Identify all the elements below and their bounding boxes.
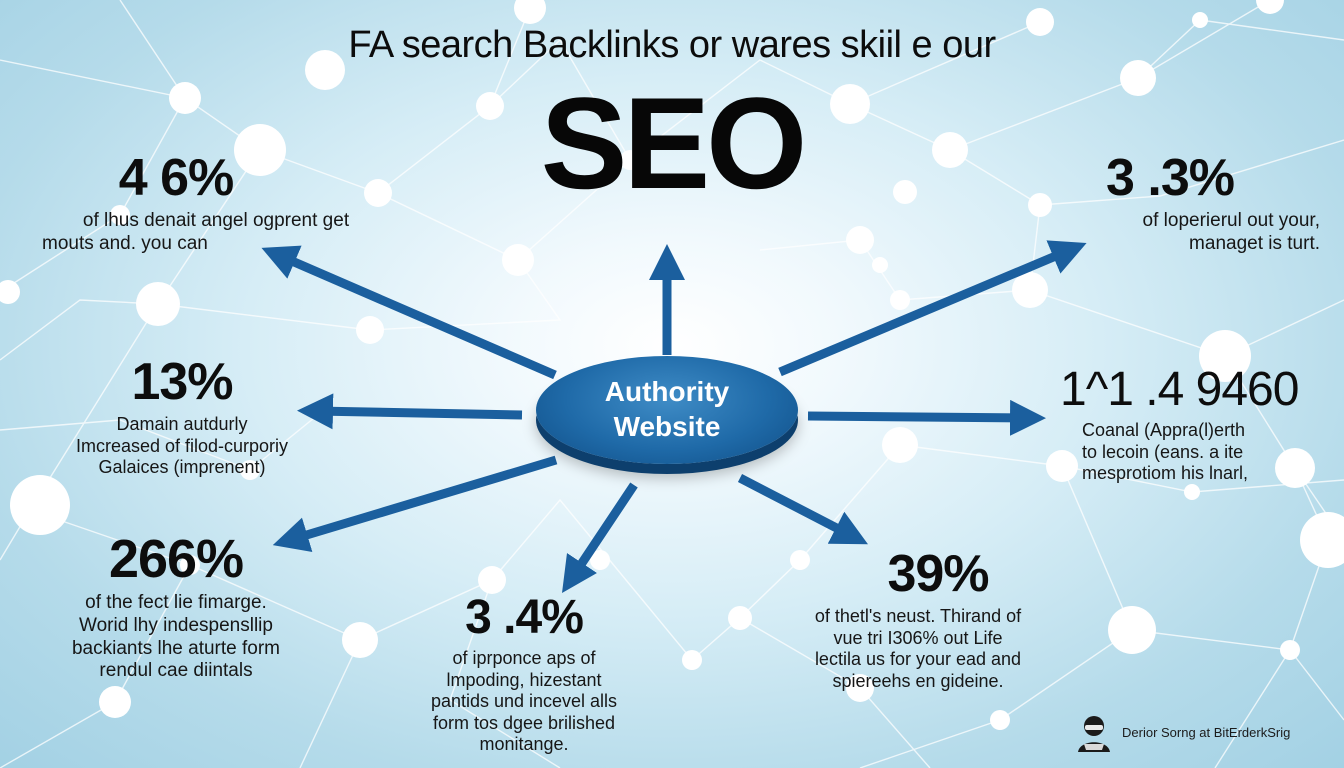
stat-bottom-center: 3 .4% of iprponce aps of lmpoding, hizes… (400, 594, 648, 756)
stat-desc-line: Damain autdurly (116, 414, 248, 434)
stat-value: 4 6% (118, 149, 235, 207)
stat-value: 3 .4% (465, 591, 584, 644)
stat-value: 266% (108, 529, 244, 589)
stat-desc-line: of lhus denait angel ogprent get (82, 210, 350, 231)
arrow-down-left (562, 482, 638, 593)
stat-value: 13% (131, 353, 233, 411)
stat-lower-left: 266% of the fect lie fimarge. Worid lhy … (36, 532, 316, 683)
stat-lower-right: 39% of thetl's neust. Thirand of vue tri… (778, 548, 1058, 692)
stat-desc-line: mesprotiom his lnarl, (1082, 463, 1249, 484)
network-nodes (0, 0, 1344, 730)
arrow-lower-left (272, 455, 558, 553)
stat-desc-line: Imcreased of filod-curporiy (75, 435, 289, 456)
stat-desc-line: rendul cae diintals (99, 660, 253, 682)
stat-mid-right: 1^1 .4 9460 Coanal (Appra(l)erth to leco… (1060, 366, 1330, 485)
stat-desc-line: spiereehs en gideine. (832, 670, 1004, 691)
stat-value: 39% (887, 545, 989, 603)
stat-desc-line: Coanal (Appra(l)erth (1082, 420, 1246, 440)
stat-desc-line: managet is turt. (1189, 232, 1320, 254)
stat-desc-line: of the fect lie fimarge. (85, 592, 267, 613)
authority-website-hub: Authority Website (536, 356, 798, 464)
stat-mid-left: 13% Damain autdurly Imcreased of filod-c… (52, 356, 312, 479)
stat-desc-line: form tos dgee brilished (432, 712, 616, 733)
footer-text: Derior Sorng at BitErderkSrig (1122, 724, 1291, 740)
stat-desc-line: pantids und incevel alls (430, 691, 618, 712)
arrow-down-right (737, 474, 868, 545)
stat-desc-line: mouts and. you can (42, 232, 208, 254)
stat-desc-line: Galaices (imprenent) (98, 457, 266, 478)
page-title: SEO (540, 70, 808, 216)
footer-credit: Derior Sorng at BitErderkSrig (1074, 712, 1290, 752)
stat-desc-line: of loperierul out your, (1142, 210, 1320, 231)
stat-top-left: 4 6% of lhus denait angel ogprent get mo… (36, 152, 396, 256)
arrow-top-left (261, 245, 557, 380)
hub-label-line1: Authority (604, 376, 730, 407)
arrow-top-right (778, 240, 1087, 377)
hacker-avatar-icon (1078, 716, 1110, 752)
stat-desc-line: of iprponce aps of (452, 648, 596, 668)
stat-top-right: 3 .3% of loperierul out your, managet is… (1020, 152, 1320, 256)
stat-desc-line: to lecoin (eans. a ite (1082, 441, 1244, 462)
hub-label-line2: Website (613, 411, 721, 442)
stat-desc-line: lmpoding, hizestant (446, 669, 602, 690)
stat-desc-line: lectila us for your ead and (814, 649, 1022, 670)
stat-value: 1^1 .4 9460 (1060, 363, 1299, 416)
stat-desc-line: Worid lhy indespensllip (79, 614, 273, 636)
arrow-left (297, 393, 523, 430)
stat-desc-line: vue tri I306% out Life (833, 627, 1003, 648)
stat-desc-line: monitange. (479, 734, 569, 755)
stat-desc-line: of thetl's neust. Thirand of (814, 606, 1022, 626)
stat-value: 3 .3% (1106, 149, 1235, 207)
arrows (261, 240, 1087, 593)
headline: FA search Backlinks or wares skiil e our (348, 24, 996, 66)
stat-desc-line: backiants lhe aturte form (71, 637, 281, 659)
arrow-right (807, 399, 1046, 436)
